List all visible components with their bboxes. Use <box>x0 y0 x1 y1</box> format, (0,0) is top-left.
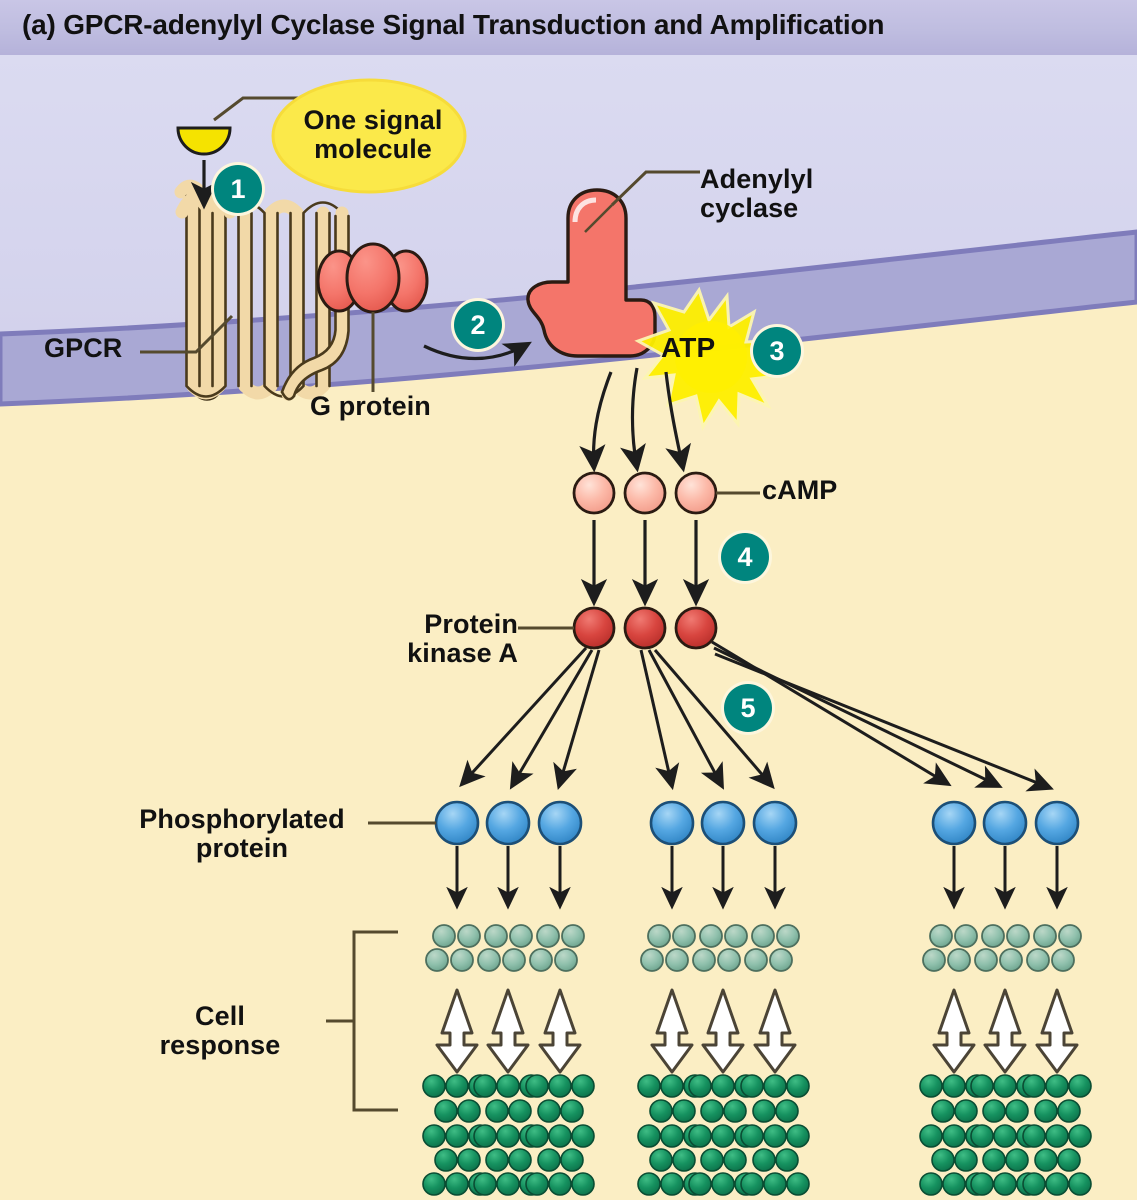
label-cell-response: Cell response <box>159 1001 281 1061</box>
label-gpcr: GPCR <box>44 333 123 363</box>
response-light-dots <box>425 924 1082 972</box>
g-protein <box>316 242 429 314</box>
step-badge-2: 2 <box>454 301 502 349</box>
step-number: 2 <box>470 309 486 340</box>
step-badge-3: 3 <box>753 327 801 375</box>
phosphorylated-proteins <box>434 800 1080 846</box>
adenylyl-cyclase <box>526 188 657 358</box>
cell-response-dark-dots <box>422 1074 1092 1196</box>
phosphorylation-arrows <box>459 640 1054 792</box>
step-badge-1: 1 <box>214 165 262 213</box>
camp-molecules <box>572 471 718 515</box>
atp-burst-icon <box>634 286 789 431</box>
gpcr-leader <box>140 314 234 354</box>
signal-molecule-icon <box>176 126 232 156</box>
ac-leader-stub <box>584 204 613 233</box>
label-phosphorylated-protein: Phosphorylated protein <box>139 804 345 864</box>
gpcr-c-terminal-tail <box>280 206 350 401</box>
step-badge-5: 5 <box>724 684 772 732</box>
adenylyl-cyclase-leader <box>610 170 700 207</box>
label-g-protein: G protein <box>310 391 431 421</box>
step-number: 1 <box>230 173 246 204</box>
step-number: 3 <box>769 335 785 366</box>
cell-response-block-arrows <box>435 988 1079 1074</box>
label-atp: ATP <box>661 332 716 363</box>
title-bar: (a) GPCR-adenylyl Cyclase Signal Transdu… <box>0 0 1137 55</box>
activation-arrow-step2 <box>423 341 532 367</box>
signal-molecule-callout <box>271 78 467 194</box>
step-number: 4 <box>737 541 753 572</box>
step-badge-4: 4 <box>721 533 769 581</box>
label-camp: cAMP <box>762 475 838 505</box>
page-title: (a) GPCR-adenylyl Cyclase Signal Transdu… <box>22 9 885 40</box>
pka-activation-arrows <box>580 520 710 607</box>
label-adenylyl-cyclase: Adenylyl cyclase <box>700 164 814 224</box>
response-trigger-arrows <box>446 846 1068 910</box>
protein-kinase-a-molecules <box>572 606 718 650</box>
step-number: 5 <box>740 692 756 723</box>
signal-molecule-leader <box>213 96 300 122</box>
cell-response-bracket <box>326 930 398 1112</box>
label-signal-molecule: One signal molecule <box>303 105 443 165</box>
label-protein-kinase-a: Protein kinase A <box>407 609 518 669</box>
camp-production-arrows <box>579 367 692 473</box>
